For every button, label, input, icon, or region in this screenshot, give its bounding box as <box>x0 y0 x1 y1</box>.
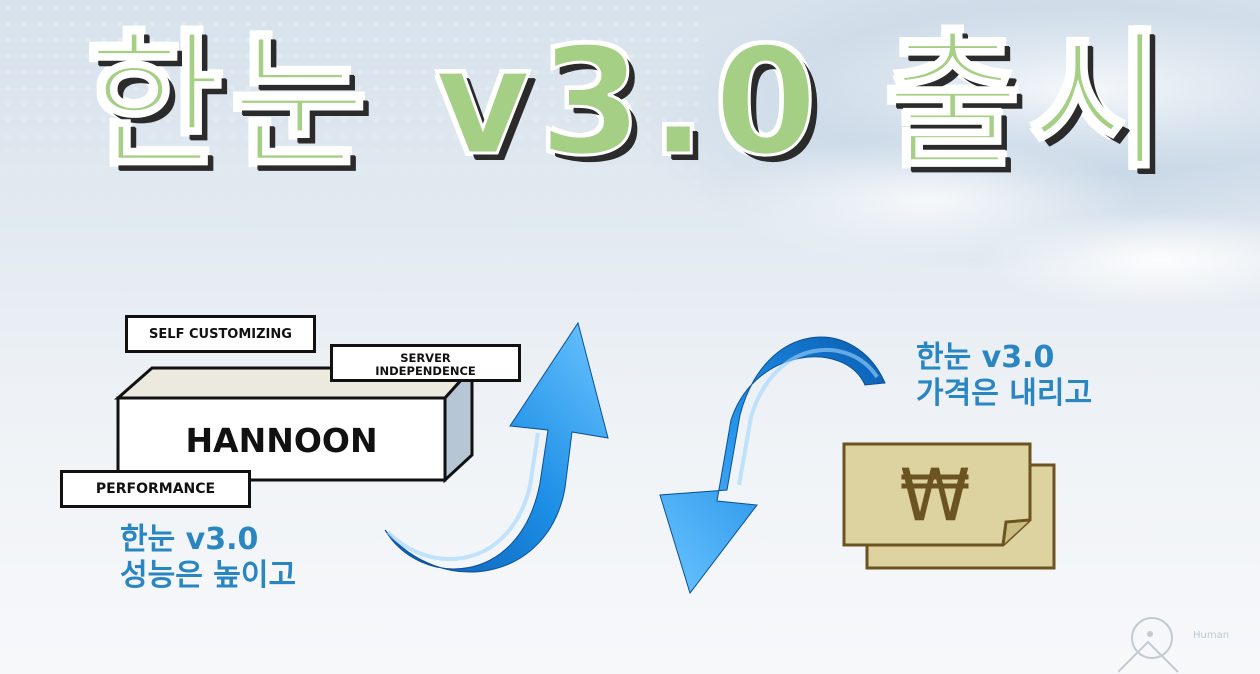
tag-server-independence-label: SERVER INDEPENDENCE <box>375 352 476 377</box>
tag-server-line2: INDEPENDENCE <box>375 364 476 378</box>
product-block <box>114 364 476 484</box>
won-symbol: ₩ <box>899 453 970 537</box>
up-arrow-icon <box>384 321 609 573</box>
right-caption-line1: 한눈 v3.0 <box>916 340 1055 375</box>
tag-server-independence: SERVER INDEPENDENCE <box>330 344 521 382</box>
product-name: HANNOON <box>185 420 378 460</box>
left-caption: 한눈 v3.0 성능은 높이고 <box>120 522 296 594</box>
tag-self-customizing: SELF CUSTOMIZING <box>125 315 316 353</box>
tag-server-line1: SERVER <box>400 351 451 366</box>
logo-icon: Human <box>1118 617 1229 673</box>
dot-map-background <box>0 0 700 230</box>
tag-self-customizing-label: SELF CUSTOMIZING <box>149 326 292 342</box>
down-arrow-icon <box>659 336 886 595</box>
won-bill-icon: ₩ <box>842 442 1056 570</box>
page-title: 한눈 v3.0 출시 <box>85 16 1174 188</box>
right-caption-line2: 가격은 내리고 <box>916 376 1093 411</box>
left-caption-line2: 성능은 높이고 <box>120 558 297 593</box>
logo-text: Human <box>1193 630 1229 641</box>
tag-performance: PERFORMANCE <box>60 470 251 508</box>
tag-performance-label: PERFORMANCE <box>95 481 216 497</box>
left-caption-line1: 한눈 v3.0 <box>120 522 259 557</box>
right-caption: 한눈 v3.0 가격은 내리고 <box>916 340 1092 412</box>
